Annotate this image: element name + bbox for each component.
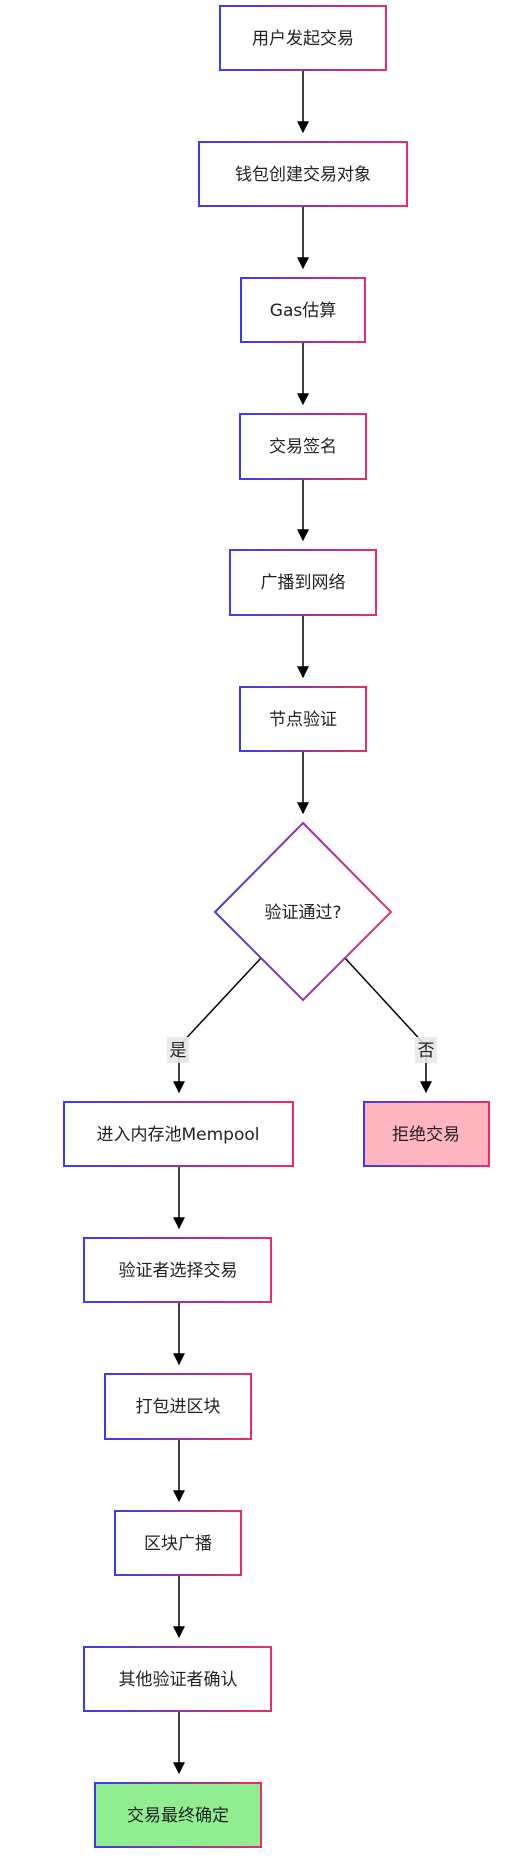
edge-label-no: 否: [415, 1037, 437, 1063]
node-gas-estimate-label: Gas估算: [270, 301, 336, 321]
node-create-tx: 钱包创建交易对象: [198, 141, 408, 207]
node-sign-label: 交易签名: [269, 437, 337, 457]
node-pack-block-label: 打包进区块: [136, 1397, 221, 1417]
node-reject-label: 拒绝交易: [392, 1125, 460, 1145]
node-mempool: 进入内存池Mempool: [63, 1101, 294, 1167]
edge-label-yes: 是: [167, 1037, 189, 1063]
node-select-tx: 验证者选择交易: [83, 1237, 272, 1303]
edge-n7-n9: [344, 957, 432, 1094]
node-mempool-label: 进入内存池Mempool: [96, 1125, 259, 1145]
node-reject: 拒绝交易: [363, 1101, 490, 1167]
edge-label-no-text: 否: [418, 1041, 435, 1061]
node-validate: 节点验证: [239, 686, 367, 752]
node-finalized: 交易最终确定: [94, 1782, 262, 1848]
edge-label-yes-text: 是: [170, 1041, 187, 1061]
node-select-tx-label: 验证者选择交易: [119, 1261, 238, 1281]
node-broadcast-label: 广播到网络: [261, 573, 346, 593]
node-block-broadcast: 区块广播: [114, 1510, 242, 1576]
node-start-label: 用户发起交易: [252, 29, 354, 49]
decision-passed-label: 验证通过?: [264, 903, 341, 923]
node-start: 用户发起交易: [219, 5, 387, 71]
node-validate-label: 节点验证: [269, 710, 337, 730]
node-broadcast: 广播到网络: [229, 549, 377, 616]
node-gas-estimate: Gas估算: [240, 277, 366, 343]
node-finalized-label: 交易最终确定: [127, 1806, 229, 1826]
node-confirm: 其他验证者确认: [83, 1646, 272, 1712]
edge-n7-n8: [173, 957, 262, 1094]
node-block-broadcast-label: 区块广播: [144, 1534, 212, 1554]
node-sign: 交易签名: [239, 413, 367, 480]
decision-passed: 验证通过?: [213, 821, 393, 1002]
node-pack-block: 打包进区块: [104, 1373, 252, 1440]
node-confirm-label: 其他验证者确认: [119, 1670, 238, 1690]
node-create-tx-label: 钱包创建交易对象: [235, 165, 371, 185]
